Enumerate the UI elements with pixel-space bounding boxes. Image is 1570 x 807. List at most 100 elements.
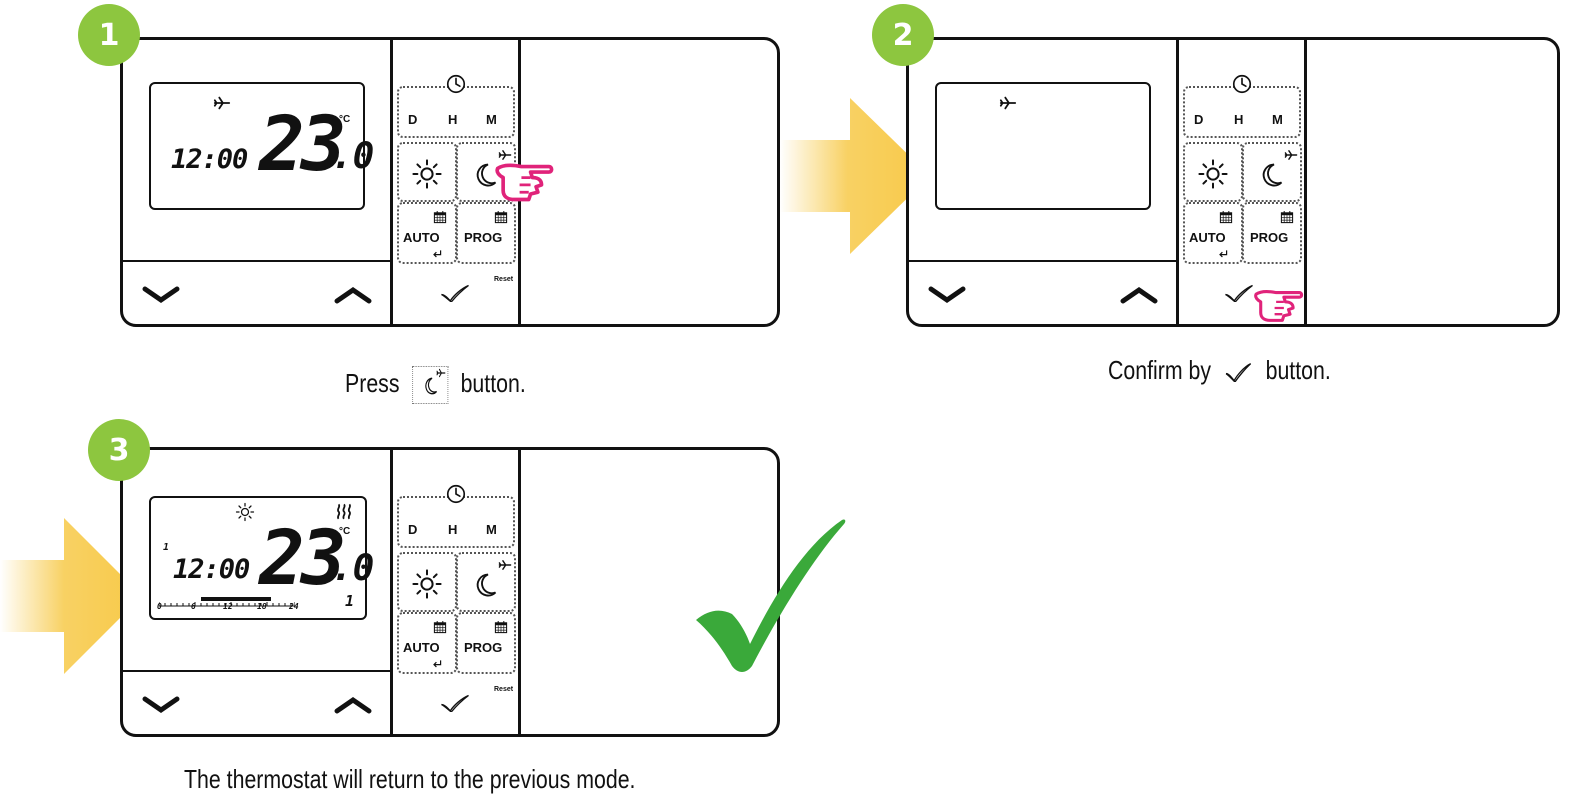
step-1-caption: Press button. — [345, 366, 526, 404]
moon-button-icon — [411, 366, 449, 404]
up-button[interactable] — [1119, 284, 1159, 306]
minutes-button[interactable]: M — [486, 112, 497, 127]
lcd-time: 12:00 — [173, 554, 250, 585]
eco-holiday-button[interactable] — [1242, 142, 1302, 202]
hours-button[interactable]: H — [448, 112, 458, 127]
display-panel: °C 1 12:00 23 .0 — [123, 450, 393, 734]
progress-arrow — [780, 98, 930, 254]
days-button[interactable]: D — [408, 522, 418, 537]
divider — [123, 260, 393, 263]
prog-label: PROG — [464, 230, 503, 245]
auto-button[interactable]: AUTO — [397, 202, 457, 264]
progress-arrow — [0, 518, 142, 674]
sun-icon — [411, 568, 443, 600]
up-button[interactable] — [333, 284, 373, 306]
comfort-button[interactable] — [1183, 142, 1243, 202]
scale-label-24: 24 — [289, 602, 299, 611]
down-button[interactable] — [141, 284, 181, 306]
undo-icon — [1217, 248, 1229, 260]
pointing-hand-icon — [1250, 271, 1310, 325]
hours-button[interactable]: H — [448, 522, 458, 537]
cover-panel — [1307, 40, 1557, 324]
sun-icon — [1197, 158, 1229, 190]
calendar-icon — [1280, 210, 1294, 224]
scale-label-12: 12 — [223, 602, 233, 611]
down-button[interactable] — [927, 284, 967, 306]
chevron-up-icon — [334, 286, 372, 304]
prog-button[interactable]: PROG — [456, 612, 516, 674]
lcd-day-number: 1 — [345, 592, 355, 610]
undo-icon — [431, 658, 443, 670]
hours-button[interactable]: H — [1234, 112, 1244, 127]
lcd-screen: 12:00 23 .0 °C — [149, 82, 374, 210]
lcd-program-number: 1 — [163, 542, 170, 553]
thermostat-device: 12:00 23 .0 °C D H M — [120, 37, 780, 327]
caption-text-after: button. — [1265, 355, 1331, 385]
lcd-unit: °C — [339, 114, 351, 125]
lcd-unit: °C — [339, 526, 351, 537]
calendar-icon — [494, 620, 508, 634]
step-3: °C 1 12:00 23 .0 — [88, 419, 800, 757]
auto-button[interactable]: AUTO — [397, 612, 457, 674]
success-check-icon — [696, 519, 846, 672]
thermostat-device: °C 1 12:00 23 .0 — [120, 447, 780, 737]
prog-label: PROG — [1250, 230, 1289, 245]
away-plane-icon — [999, 94, 1017, 112]
away-plane-icon — [213, 94, 231, 112]
days-button[interactable]: D — [408, 112, 418, 127]
confirm-check-icon[interactable] — [440, 284, 470, 302]
auto-button[interactable]: AUTO — [1183, 202, 1243, 264]
lcd-time: 12:00 — [171, 144, 248, 175]
eco-holiday-button[interactable] — [456, 552, 516, 612]
auto-label: AUTO — [403, 640, 440, 655]
prog-button[interactable]: PROG — [1242, 202, 1302, 264]
button-panel: D H M AUTO PROG — [1176, 40, 1307, 324]
step-number-badge: 2 — [872, 4, 934, 66]
minutes-button[interactable]: M — [1272, 112, 1283, 127]
auto-label: AUTO — [403, 230, 440, 245]
days-button[interactable]: D — [1194, 112, 1204, 127]
scale-label-18: 18 — [257, 602, 267, 611]
pointing-hand-icon — [494, 141, 558, 205]
calendar-icon — [433, 210, 447, 224]
scale-label-0: 0 — [157, 602, 162, 611]
step-number-badge: 3 — [88, 419, 150, 481]
calendar-icon — [433, 620, 447, 634]
step-3-caption: The thermostat will return to the previo… — [184, 764, 636, 794]
sun-icon — [235, 502, 255, 522]
auto-label: AUTO — [1189, 230, 1226, 245]
lcd-day-scale — [158, 594, 296, 607]
calendar-icon — [494, 210, 508, 224]
step-number-badge: 1 — [78, 4, 140, 66]
scale-ticks — [158, 597, 296, 607]
moon-icon — [470, 570, 500, 600]
lcd-temperature-decimal: .0 — [331, 136, 375, 177]
chevron-down-icon — [928, 286, 966, 304]
comfort-button[interactable] — [397, 552, 457, 612]
thermostat-device: D H M AUTO PROG — [906, 37, 1560, 327]
scale-label-6: 6 — [191, 602, 196, 611]
lcd-temperature: 23 — [259, 513, 346, 602]
step-2-caption: Confirm by button. — [1108, 355, 1331, 386]
comfort-button[interactable] — [397, 142, 457, 202]
prog-button[interactable]: PROG — [456, 202, 516, 264]
lcd-temperature: 23 — [259, 99, 346, 188]
confirm-check-icon — [1224, 362, 1254, 382]
chevron-down-icon — [142, 696, 180, 714]
calendar-icon — [1219, 210, 1233, 224]
up-button[interactable] — [333, 694, 373, 716]
down-button[interactable] — [141, 694, 181, 716]
button-panel: D H M AUTO PROG Reset — [390, 450, 521, 734]
minutes-button[interactable]: M — [486, 522, 497, 537]
caption-text-before: Press — [345, 367, 400, 398]
confirm-check-icon[interactable] — [440, 694, 470, 712]
plane-icon — [498, 558, 512, 572]
display-panel — [909, 40, 1179, 324]
chevron-up-icon — [1120, 286, 1158, 304]
undo-icon — [431, 248, 443, 260]
chevron-up-icon — [334, 696, 372, 714]
display-panel: 12:00 23 .0 °C — [123, 40, 393, 324]
clock-icon — [445, 73, 467, 95]
cover-panel — [521, 40, 777, 324]
caption-text-after: button. — [460, 367, 526, 398]
